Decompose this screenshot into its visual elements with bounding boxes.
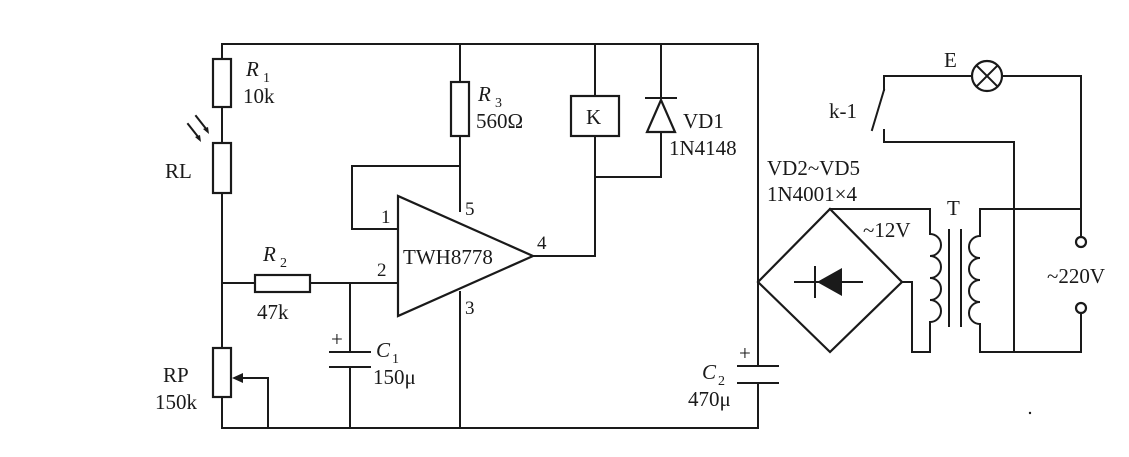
r3-name: R [477, 82, 491, 106]
resistor-r2 [253, 273, 312, 294]
ic-label: TWH8778 [403, 245, 493, 269]
secondary-voltage: ~12V [863, 218, 911, 242]
ic-pin-3: 3 [465, 298, 475, 319]
bridge-rectifier [756, 207, 904, 354]
rl-label: RL [165, 159, 192, 183]
speck [1028, 411, 1032, 415]
ic-twh8778 [396, 194, 536, 318]
mains-voltage: ~220V [1047, 264, 1105, 288]
relay-coil-k [569, 94, 621, 138]
c1-value: 150μ [373, 365, 416, 389]
relay-contact-k1 [870, 88, 886, 132]
relay-contact-label: k-1 [829, 99, 857, 123]
c1-subscript: 1 [392, 352, 399, 367]
r3-value: 560Ω [476, 109, 523, 133]
vd1-value: 1N4148 [669, 136, 737, 160]
r1-subscript: 1 [263, 71, 270, 86]
lamp-e [970, 59, 1004, 93]
wiper-arrow-icon [232, 373, 243, 383]
ic-pin-5: 5 [465, 199, 475, 220]
bridge-value: 1N4001×4 [767, 182, 858, 206]
c1-polarity: + [331, 327, 343, 351]
c2-name: C [702, 360, 717, 384]
c2-polarity: + [739, 341, 751, 365]
r3-subscript: 3 [495, 96, 502, 111]
relay-coil-label: K [586, 105, 601, 129]
r1-name: R [245, 57, 259, 81]
diode-vd1 [645, 97, 677, 134]
r2-value: 47k [257, 300, 289, 324]
photoresistor-rl [186, 114, 233, 195]
r1-value: 10k [243, 84, 275, 108]
rp-label: RP [163, 363, 189, 387]
c2-subscript: 2 [718, 374, 725, 389]
capacitor-c2 [737, 365, 779, 384]
capacitor-c1 [329, 351, 371, 368]
diode-symbol-icon [794, 266, 863, 298]
ic-pin-2: 2 [377, 260, 387, 281]
c1-name: C [376, 338, 391, 362]
lamp-label: E [944, 48, 957, 72]
wires [221, 43, 1082, 429]
rp-value: 150k [155, 390, 198, 414]
c2-value: 470μ [688, 387, 731, 411]
transformer-t [928, 229, 982, 327]
bridge-label: VD2~VD5 [767, 156, 860, 180]
ic-pin-4: 4 [537, 233, 547, 254]
r2-name: R [262, 242, 276, 266]
resistor-r1 [211, 57, 233, 109]
potentiometer-rp [211, 346, 243, 399]
vd1-label: VD1 [683, 109, 724, 133]
transformer-label: T [947, 196, 960, 220]
ic-pin-1: 1 [381, 207, 391, 228]
mains-terminals [1074, 235, 1088, 315]
resistor-r3 [449, 80, 471, 138]
r2-subscript: 2 [280, 256, 287, 271]
light-arrows-icon [186, 114, 209, 142]
